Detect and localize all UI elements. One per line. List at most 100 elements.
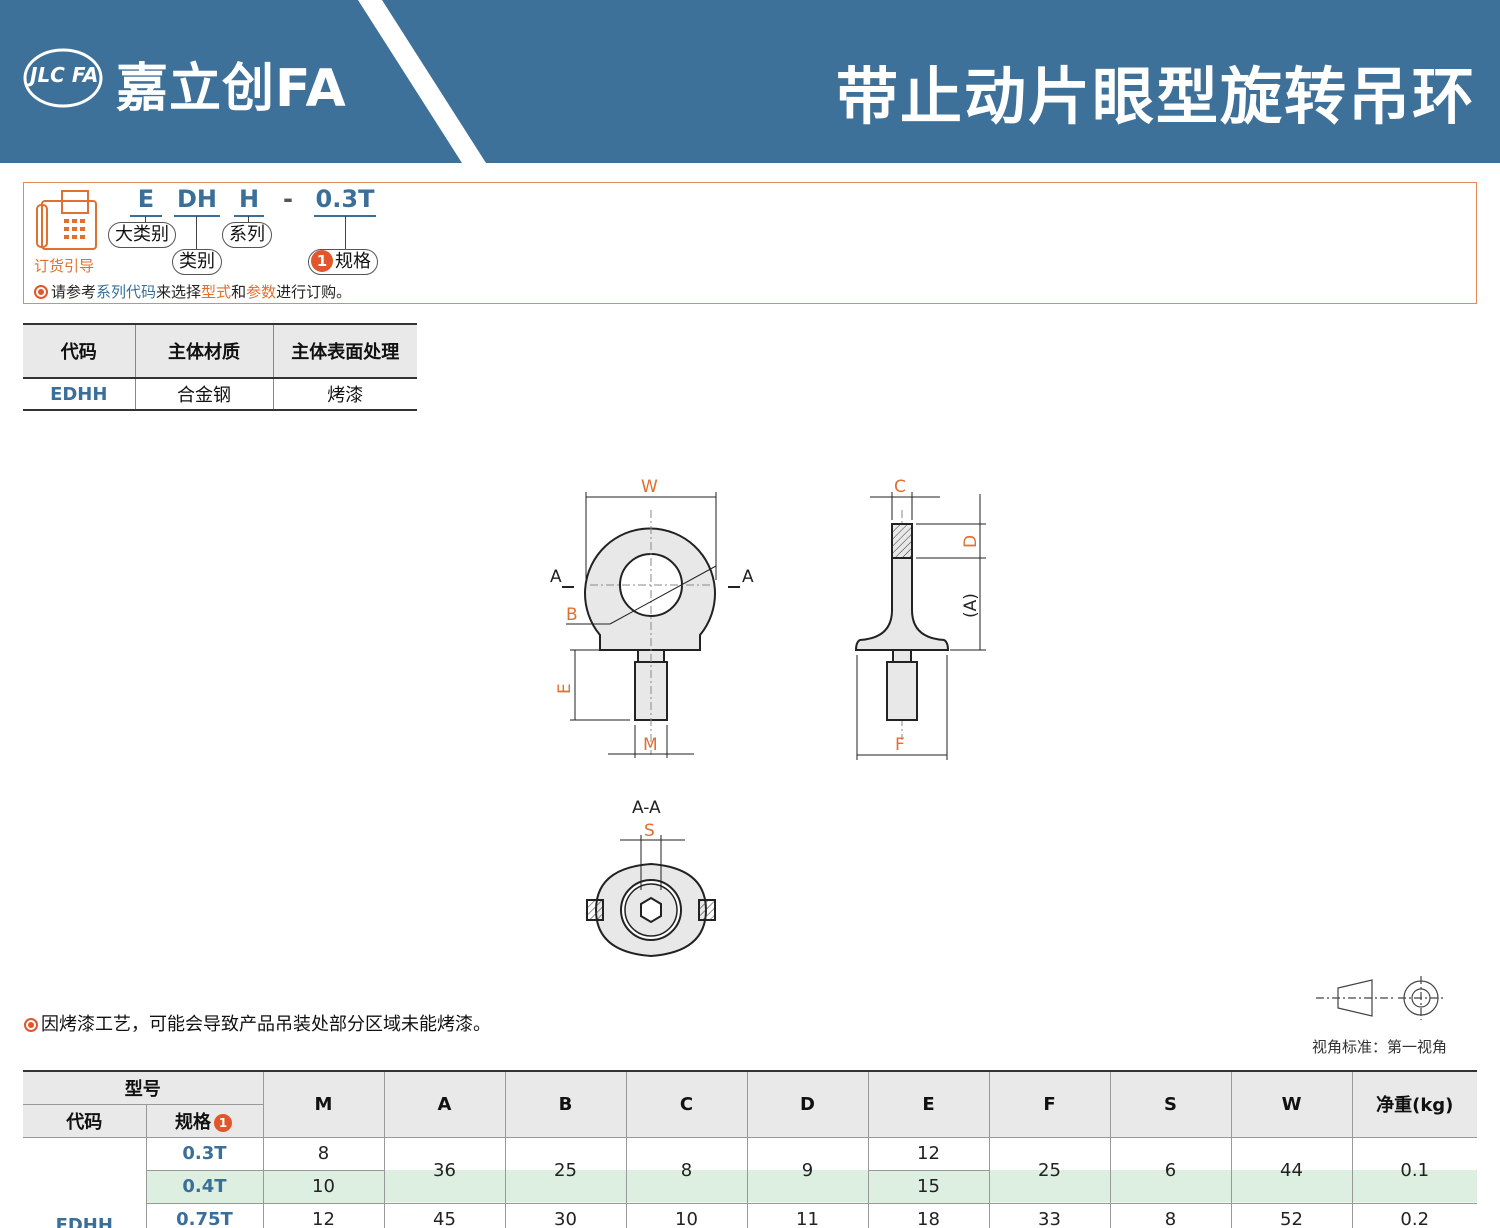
- cell-spec: 0.4T: [146, 1170, 264, 1204]
- cell-b: 25: [505, 1137, 627, 1204]
- note-params: 参数: [246, 283, 277, 301]
- col-header-m: M: [263, 1071, 385, 1138]
- header-banner: JLC FA 嘉立创FA 带止动片眼型旋转吊环: [0, 0, 1500, 163]
- table-row: EDHH 0.3T 8 36 25 8 9 12 25 6 44 0.1: [23, 1137, 1477, 1228]
- col-header-w: W: [1231, 1071, 1353, 1138]
- dim-label-d: D: [961, 535, 981, 548]
- code-underline-series: [234, 215, 264, 217]
- paint-note-text: 因烤漆工艺，可能会导致产品吊装处部分区域未能烤漆。: [41, 1014, 491, 1035]
- note-prefix: 请参考: [51, 283, 97, 301]
- order-guide-label: 订货引导: [34, 257, 95, 275]
- cell-s: 6: [1110, 1137, 1232, 1204]
- note-series-code: 系列代码: [96, 283, 157, 301]
- cell-w: 52: [1231, 1203, 1353, 1228]
- dim-label-b: B: [566, 605, 578, 625]
- note-mid: 来选择: [156, 283, 202, 301]
- col-header-s: S: [1110, 1071, 1232, 1138]
- page-title: 带止动片眼型旋转吊环: [835, 60, 1476, 133]
- paint-note: 因烤漆工艺，可能会导致产品吊装处部分区域未能烤漆。: [24, 1010, 491, 1036]
- header-background: [0, 0, 1500, 163]
- logo: JLC FA: [30, 63, 99, 87]
- code-dash: -: [283, 185, 293, 213]
- dim-label-e: E: [555, 683, 575, 694]
- dim-label-f: F: [895, 735, 905, 755]
- phone-fax-icon: [36, 190, 97, 250]
- pill-spec-label: 规格: [335, 251, 371, 272]
- view-standard: 视角标准：第一视角: [1312, 1038, 1448, 1056]
- col-header-b: B: [505, 1071, 627, 1138]
- dim-label-w: W: [641, 477, 658, 497]
- dim-label-a-ref: (A): [961, 593, 981, 618]
- cell-s: 8: [1110, 1203, 1232, 1228]
- code-segment-series: H: [238, 185, 260, 213]
- cell-a: 36: [384, 1137, 506, 1204]
- pill-major-category: 大类别: [108, 222, 176, 248]
- cell-e: 15: [868, 1170, 990, 1204]
- note-suffix: 进行订购。: [276, 283, 352, 301]
- cell-f: 25: [989, 1137, 1111, 1204]
- spec-number-badge: 1: [214, 1113, 232, 1132]
- cell-w: 44: [1231, 1137, 1353, 1204]
- technical-drawing: W A A B E M C D (A) F A-A S: [550, 477, 986, 958]
- bullet-icon: [24, 1018, 38, 1032]
- col-header-c: C: [626, 1071, 748, 1138]
- connector-line: [145, 216, 146, 222]
- cell-spec: 0.75T: [146, 1203, 264, 1228]
- col-header-a: A: [384, 1071, 506, 1138]
- brand-name: 嘉立创FA: [116, 59, 347, 119]
- first-angle-projection-icon: [1316, 976, 1444, 1020]
- cell-a: 45: [384, 1203, 506, 1228]
- order-note: 请参考系列代码来选择型式和参数进行订购。: [34, 281, 351, 302]
- spec-number-badge: 1: [311, 250, 333, 272]
- col-header-f: F: [989, 1071, 1111, 1138]
- pill-category: 类别: [172, 249, 222, 275]
- section-marker-right: A: [742, 567, 754, 587]
- code-underline-category: [174, 215, 220, 217]
- material-cell-surface: 烤漆: [327, 385, 364, 406]
- col-header-d: D: [747, 1071, 869, 1138]
- cell-weight: 0.1: [1352, 1137, 1477, 1204]
- connector-line: [248, 216, 249, 222]
- connector-line: [196, 216, 197, 249]
- cell-c: 10: [626, 1203, 748, 1228]
- code-segment-major: E: [137, 185, 155, 213]
- dim-label-c: C: [894, 477, 906, 497]
- material-header: 代码: [23, 324, 136, 378]
- code-segment-category: DH: [176, 185, 217, 213]
- material-table: 代码 主体材质 主体表面处理 EDHH 合金钢 烤漆: [23, 323, 417, 411]
- cell-c: 8: [626, 1137, 748, 1204]
- cell-m: 10: [263, 1170, 385, 1204]
- cell-spec: 0.3T: [146, 1137, 264, 1171]
- dim-label-m: M: [643, 735, 658, 755]
- group-header-model: 型号: [23, 1071, 264, 1105]
- cell-code: EDHH: [23, 1137, 147, 1228]
- cell-b: 30: [505, 1203, 627, 1228]
- code-underline-spec: [314, 215, 376, 217]
- dim-label-s: S: [644, 821, 655, 841]
- connector-line: [345, 216, 346, 249]
- table-row: 0.75T 12 45 30 10 11 18 33 8 52 0.2: [23, 1203, 1477, 1228]
- material-cell-code: EDHH: [23, 378, 136, 410]
- code-segment-spec: 0.3T: [315, 185, 375, 213]
- col-header-code: 代码: [23, 1104, 147, 1138]
- spec-header-label: 规格: [175, 1111, 211, 1133]
- note-mid: 和: [231, 283, 247, 301]
- bullet-icon: [34, 285, 48, 299]
- cell-f: 33: [989, 1203, 1111, 1228]
- col-header-e: E: [868, 1071, 990, 1138]
- cell-weight: 0.2: [1352, 1203, 1477, 1228]
- section-marker-left: A: [550, 567, 562, 587]
- cell-m: 12: [263, 1203, 385, 1228]
- cell-e: 12: [868, 1137, 990, 1171]
- material-header: 主体材质: [135, 324, 274, 378]
- code-underline-major: [130, 215, 162, 217]
- pill-series: 系列: [222, 222, 272, 248]
- material-cell-material: 合金钢: [135, 378, 274, 410]
- cell-e: 18: [868, 1203, 990, 1228]
- table-row: 0.4T 10 15: [23, 1170, 1477, 1204]
- cell-d: 9: [747, 1137, 869, 1204]
